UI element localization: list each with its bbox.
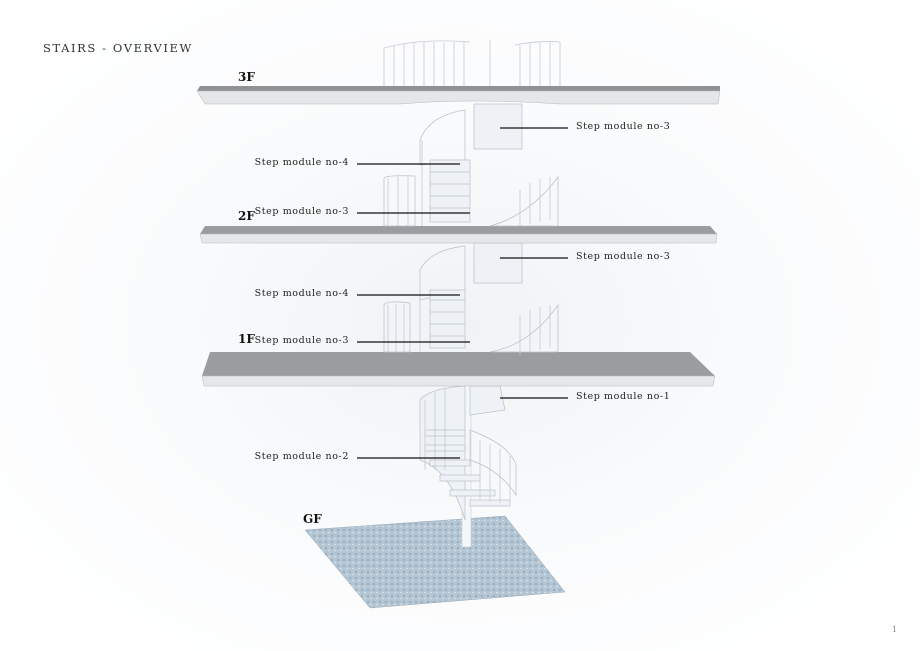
module-label: Step module no-3 (576, 251, 671, 262)
floor-label-gf: GF (303, 512, 322, 526)
ground-plate (304, 515, 566, 609)
module-label: Step module no-4 (254, 288, 349, 299)
page-title: STAIRS - OVERVIEW (43, 41, 193, 55)
stair-module-3-4-upper (383, 103, 559, 227)
module-label: Step module no-4 (254, 157, 349, 168)
slab-2f (199, 226, 718, 244)
floor-label-1f: 1F (238, 332, 255, 346)
module-label: Step module no-3 (254, 335, 349, 346)
module-label: Step module no-3 (254, 206, 349, 217)
leader-lines (357, 127, 568, 459)
page-number: 1 (892, 625, 898, 634)
slab-1f (201, 352, 716, 387)
floor-label-3f: 3F (238, 70, 255, 84)
floor-label-2f: 2F (238, 209, 255, 223)
stair-module-3-4-lower (383, 242, 559, 353)
module-label: Step module no-1 (576, 391, 671, 402)
slab-3f (196, 86, 721, 105)
module-label: Step module no-2 (254, 451, 349, 462)
module-label: Step module no-3 (576, 121, 671, 132)
